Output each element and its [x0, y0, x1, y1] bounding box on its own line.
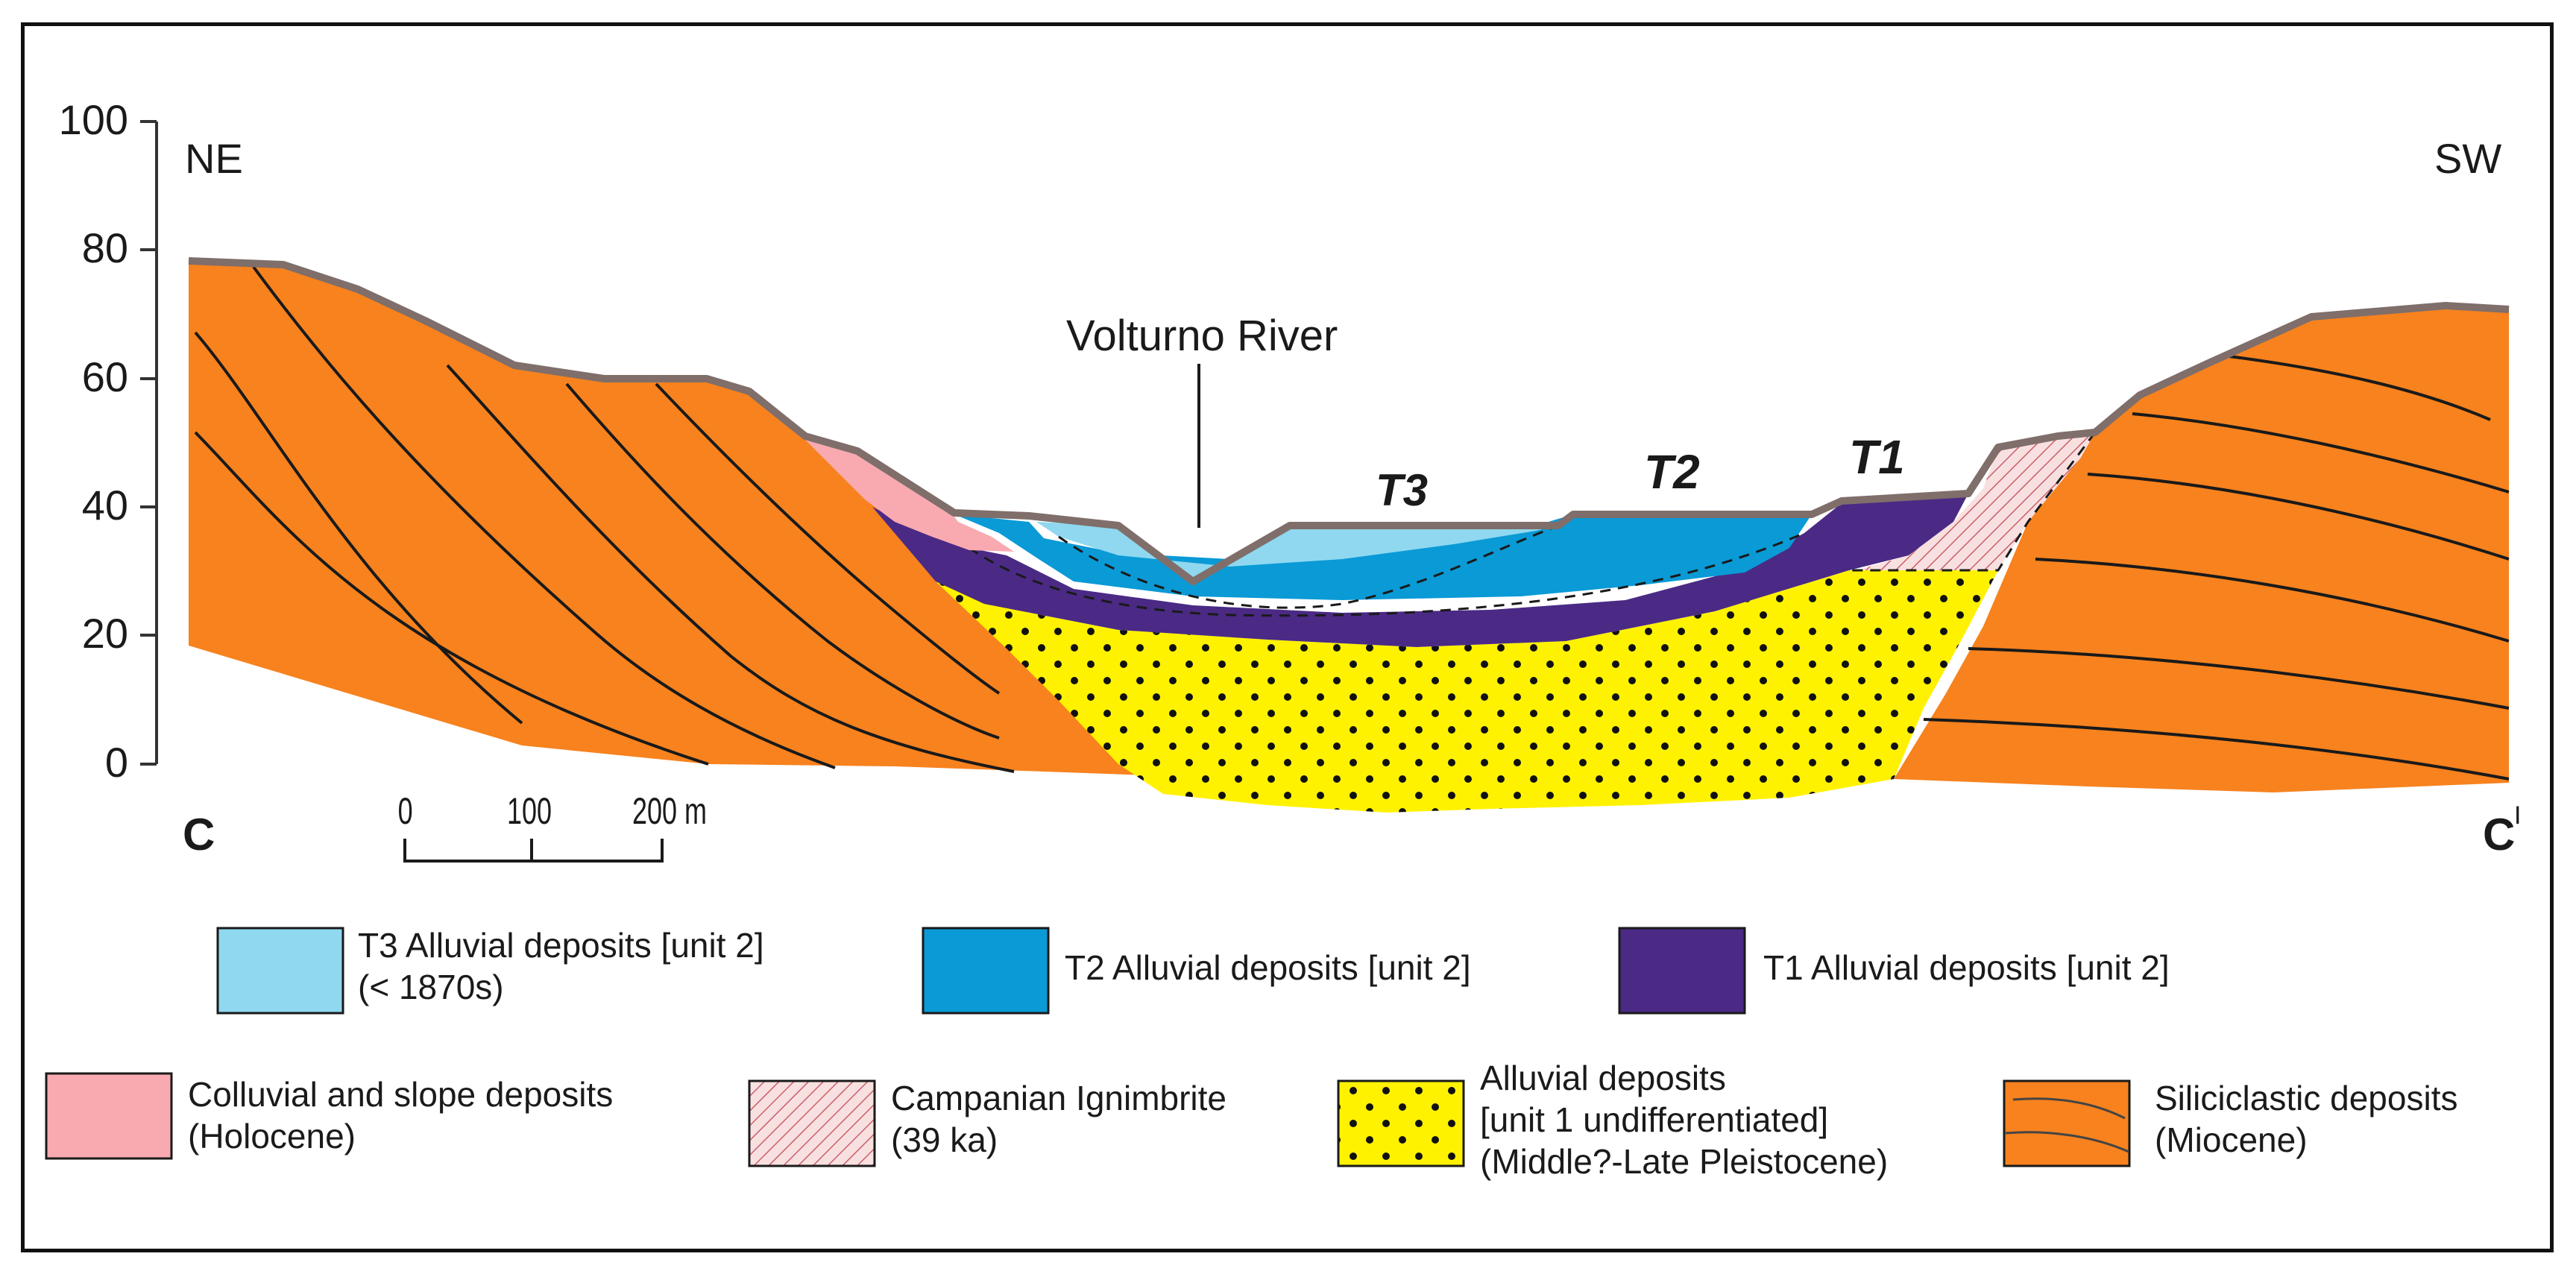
legend-swatches: [45, 927, 2131, 1167]
legend-label-colluvial-line2: (Holocene): [188, 1117, 356, 1155]
section-end-c-prime-mark: I: [2514, 801, 2521, 830]
orientation-sw: SW: [2434, 135, 2501, 182]
y-tick-100: 100: [59, 96, 128, 143]
legend-label-siliciclastic: Siliciclastic deposits (Miocene): [2155, 1077, 2457, 1161]
legend-label-campanian-line1: Campanian Ignimbrite: [891, 1079, 1227, 1117]
colluvial-deposit: [805, 440, 1014, 552]
terrace-label-t1: T1: [1849, 430, 1905, 484]
legend-label-t3: T3 Alluvial deposits [unit 2] (< 1870s): [358, 924, 764, 1008]
legend-swatch-siliciclastic-lines: [2005, 1097, 2129, 1153]
legend-swatch-siliciclastic: [2003, 1079, 2131, 1167]
legend-swatch-t3: [216, 927, 344, 1015]
right-bedding-lines: [1923, 355, 2510, 781]
legend-label-colluvial: Colluvial and slope deposits (Holocene): [188, 1073, 613, 1157]
legend-label-t2: T2 Alluvial deposits [unit 2]: [1065, 947, 1471, 989]
river-label: Volturno River: [1066, 312, 1338, 360]
section-end-c: C: [183, 810, 215, 860]
orientation-ne: NE: [185, 135, 243, 182]
t2-contact-dashed: [969, 532, 1805, 617]
legend-label-t1: T1 Alluvial deposits [unit 2]: [1763, 947, 2170, 989]
terrace-label-t3: T3: [1376, 465, 1428, 515]
scale-tick-100: 100: [507, 791, 552, 832]
alluvial-unit-1: [936, 570, 1998, 813]
legend-label-siliciclastic-line1: Siliciclastic deposits: [2155, 1079, 2458, 1117]
y-tick-20: 20: [82, 610, 128, 657]
legend-label-alluvial-line3: (Middle?-Late Pleistocene): [1480, 1142, 1889, 1181]
t2-deposit: [954, 514, 1812, 600]
siliciclastic-right: [1894, 306, 2509, 792]
terrace-label-t2: T2: [1644, 445, 1700, 499]
t3-contact-dashed: [1058, 524, 1559, 609]
y-tick-80: 80: [82, 224, 128, 271]
y-tick-40: 40: [82, 482, 128, 529]
legend-swatch-campanian: [748, 1079, 876, 1167]
siliciclastic-left: [189, 261, 1148, 775]
legend-label-alluvial-line2: [unit 1 undifferentiated]: [1480, 1100, 1829, 1139]
campanian-ignimbrite: [1857, 432, 2095, 570]
legend-swatch-t2: [922, 927, 1050, 1015]
topographic-surface: [188, 257, 2510, 585]
legend-swatch-alluvial: [1337, 1079, 1465, 1167]
legend-swatch-colluvial: [45, 1072, 173, 1160]
legend-label-colluvial-line1: Colluvial and slope deposits: [188, 1075, 614, 1114]
legend-label-siliciclastic-line2: (Miocene): [2155, 1120, 2308, 1159]
legend-label-t2-line1: T2 Alluvial deposits [unit 2]: [1065, 948, 1471, 987]
legend-label-alluvial: Alluvial deposits [unit 1 undifferentiat…: [1480, 1057, 1888, 1182]
legend-swatch-t1: [1618, 927, 1746, 1015]
section-end-c-prime: C: [2483, 810, 2515, 860]
legend-label-alluvial-line1: Alluvial deposits: [1480, 1059, 1726, 1097]
left-bedding-lines: [194, 265, 1015, 773]
y-axis: 100 80 60 40 20 0: [59, 96, 158, 786]
ignimbrite-contact-dashed: [1849, 432, 2097, 572]
legend-label-t3-line1: T3 Alluvial deposits [unit 2]: [358, 926, 764, 965]
t3-deposit: [1036, 522, 1558, 581]
scale-tick-200m: 200 m: [632, 791, 707, 832]
legend-label-campanian: Campanian Ignimbrite (39 ka): [891, 1077, 1226, 1161]
legend-label-campanian-line2: (39 ka): [891, 1120, 998, 1159]
y-tick-60: 60: [82, 353, 128, 400]
scale-bar: [403, 839, 664, 863]
legend-label-t3-line2: (< 1870s): [358, 968, 504, 1006]
legend-label-t1-line1: T1 Alluvial deposits [unit 2]: [1763, 948, 2170, 987]
y-tick-0: 0: [105, 739, 128, 786]
scale-tick-0: 0: [398, 791, 413, 832]
